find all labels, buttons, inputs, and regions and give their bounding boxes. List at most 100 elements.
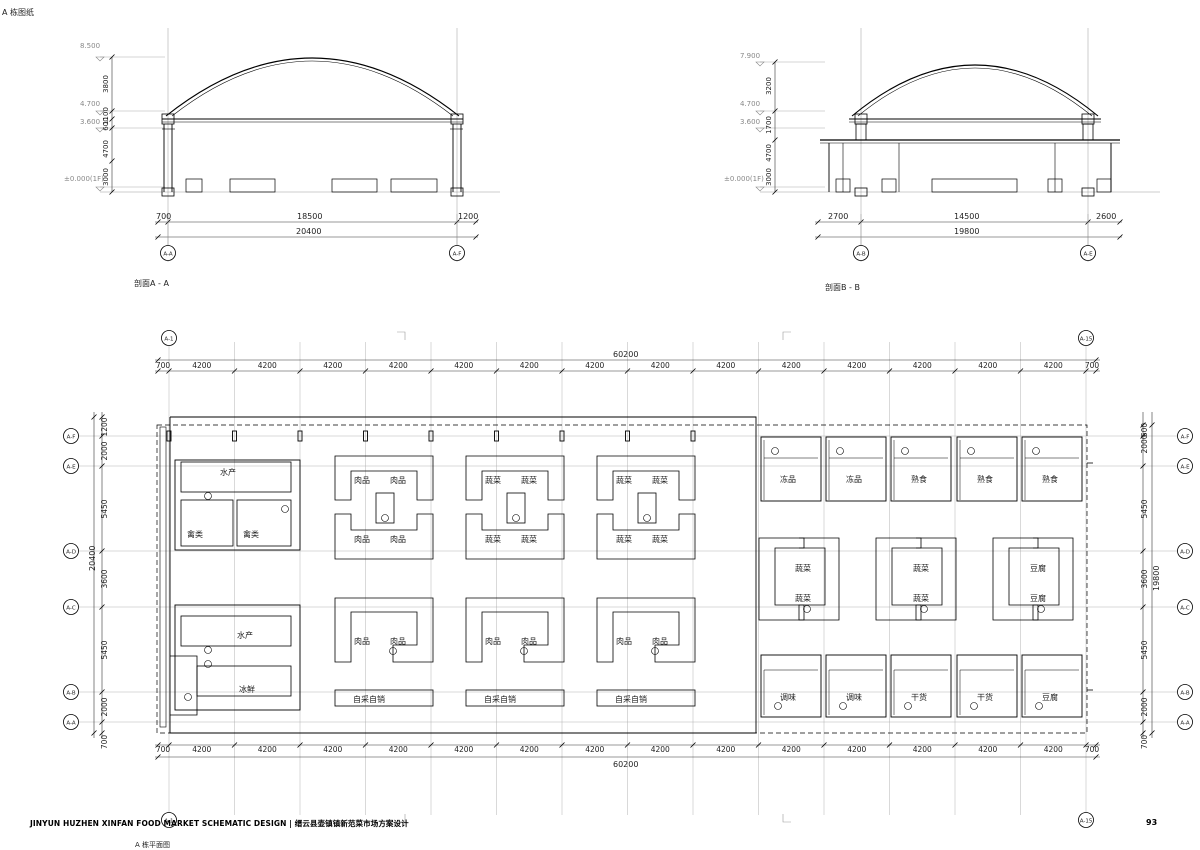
dim-tick: [886, 368, 893, 374]
room-meat-10: 肉品: [652, 637, 668, 646]
level-marker: [95, 186, 105, 192]
drain-icon: [771, 447, 779, 455]
dim-tick: [428, 742, 434, 748]
dim-tick: [155, 754, 161, 760]
roof-arch: [851, 64, 1099, 117]
u-stall-lower: [596, 597, 696, 663]
room-veg-9: 蔬菜: [795, 564, 811, 573]
axis-left-1-label: A-E: [66, 465, 76, 471]
center-stall: [506, 492, 526, 524]
island-right: [1032, 537, 1074, 621]
dim-tick: [493, 742, 500, 748]
axis-right-1-label: A-E: [1180, 465, 1190, 471]
u-stall: [596, 455, 696, 501]
aa-dim-mid: 18500: [297, 212, 323, 221]
island-left: [758, 537, 805, 621]
stall-block: [174, 604, 301, 711]
drain-icon: [970, 702, 978, 710]
level-bb-4: ±0.000(1F): [724, 175, 764, 183]
dim-tick: [473, 219, 479, 225]
dim-tick: [1140, 548, 1146, 554]
bay-dim: 4200: [847, 361, 866, 370]
dim-tick: [1093, 742, 1099, 748]
dim-tick: [231, 742, 238, 748]
bay-dim: 4200: [978, 361, 997, 370]
drain-icon: [381, 514, 389, 522]
axis-left-2-label: A-D: [66, 550, 76, 556]
room-meat-5: 肉品: [354, 637, 370, 646]
drain-icon: [512, 514, 520, 522]
dim-tick: [109, 189, 115, 195]
room-veg-4: 蔬菜: [521, 535, 537, 544]
drain-icon: [1035, 702, 1043, 710]
bay-dim: 4200: [389, 361, 408, 370]
dim-tick: [493, 368, 500, 374]
axis-left-2: [63, 543, 79, 559]
center-stall: [375, 492, 395, 524]
dim-tick: [166, 742, 172, 748]
dim-tick: [690, 368, 696, 374]
stall: [331, 178, 378, 193]
stall: [835, 178, 851, 193]
vertical-dim: 1700: [765, 116, 773, 134]
stall: [1096, 178, 1112, 193]
bay-dim: 4200: [258, 361, 277, 370]
dim-tick: [91, 414, 97, 420]
drain-icon: [839, 702, 847, 710]
drain-icon: [184, 693, 192, 701]
bay-dim: 4200: [913, 361, 932, 370]
axis-right-5: [1177, 714, 1193, 730]
crop-mark: [397, 331, 406, 340]
drain-icon: [520, 647, 528, 655]
footer-title: JINYUN HUZHEN XINFAN FOOD MARKET SCHEMAT…: [30, 819, 409, 828]
left-dim: 700: [100, 735, 109, 750]
room-tofu-3: 豆腐: [1042, 693, 1058, 702]
dim-tick: [821, 368, 827, 374]
bay-dim: 4200: [192, 361, 211, 370]
dim-tick: [1140, 604, 1146, 610]
bay-dim: 4200: [913, 745, 932, 754]
room-meat-2: 肉品: [390, 476, 406, 485]
level-aa-1: 8.500: [80, 42, 101, 50]
plan-total-top: 60200: [613, 350, 639, 359]
drain-icon: [389, 647, 397, 655]
vertical-dim: 600: [102, 117, 110, 130]
axis-left-1: [63, 458, 79, 474]
room-meat-7: 肉品: [485, 637, 501, 646]
room-dry-1: 干货: [911, 693, 927, 702]
axis-left-3: [63, 599, 79, 615]
column: [494, 430, 499, 442]
crop-mark: [782, 331, 791, 340]
column: [166, 430, 172, 442]
column: [232, 430, 237, 442]
island-left: [875, 537, 922, 621]
drain-icon: [281, 505, 289, 513]
dim-tick: [155, 742, 161, 748]
right-dim: 3600: [1140, 569, 1149, 588]
dim-tick: [1117, 234, 1123, 240]
dim-tick: [231, 368, 238, 374]
self-sale-counter: [334, 689, 434, 707]
crop-mark: [782, 814, 791, 823]
axis-a15-bottom-label: A-15: [1080, 819, 1093, 825]
level-aa-4: ±0.000(1F): [64, 175, 104, 183]
poultry-stall: [236, 499, 292, 547]
left-dim: 5450: [100, 499, 109, 518]
booth: [1021, 654, 1083, 718]
bay-dim: 4200: [651, 745, 670, 754]
dim-tick: [624, 368, 631, 374]
dim-tick: [297, 368, 303, 374]
axis-ab: [853, 245, 869, 261]
drain-icon: [204, 492, 212, 500]
dim-tick: [821, 742, 827, 748]
left-wall: [159, 426, 167, 728]
level-bb-3: 3.600: [740, 118, 761, 126]
dim-tick: [772, 189, 778, 195]
edge-dim: 700: [1085, 745, 1100, 754]
drain-icon: [651, 647, 659, 655]
vertical-dim: 3000: [765, 168, 773, 186]
bay-dim: 4200: [1044, 745, 1063, 754]
axis-a15-top: [1078, 330, 1094, 346]
bay-dim: 4200: [585, 745, 604, 754]
room-chilled: 冰鲜: [239, 685, 255, 694]
